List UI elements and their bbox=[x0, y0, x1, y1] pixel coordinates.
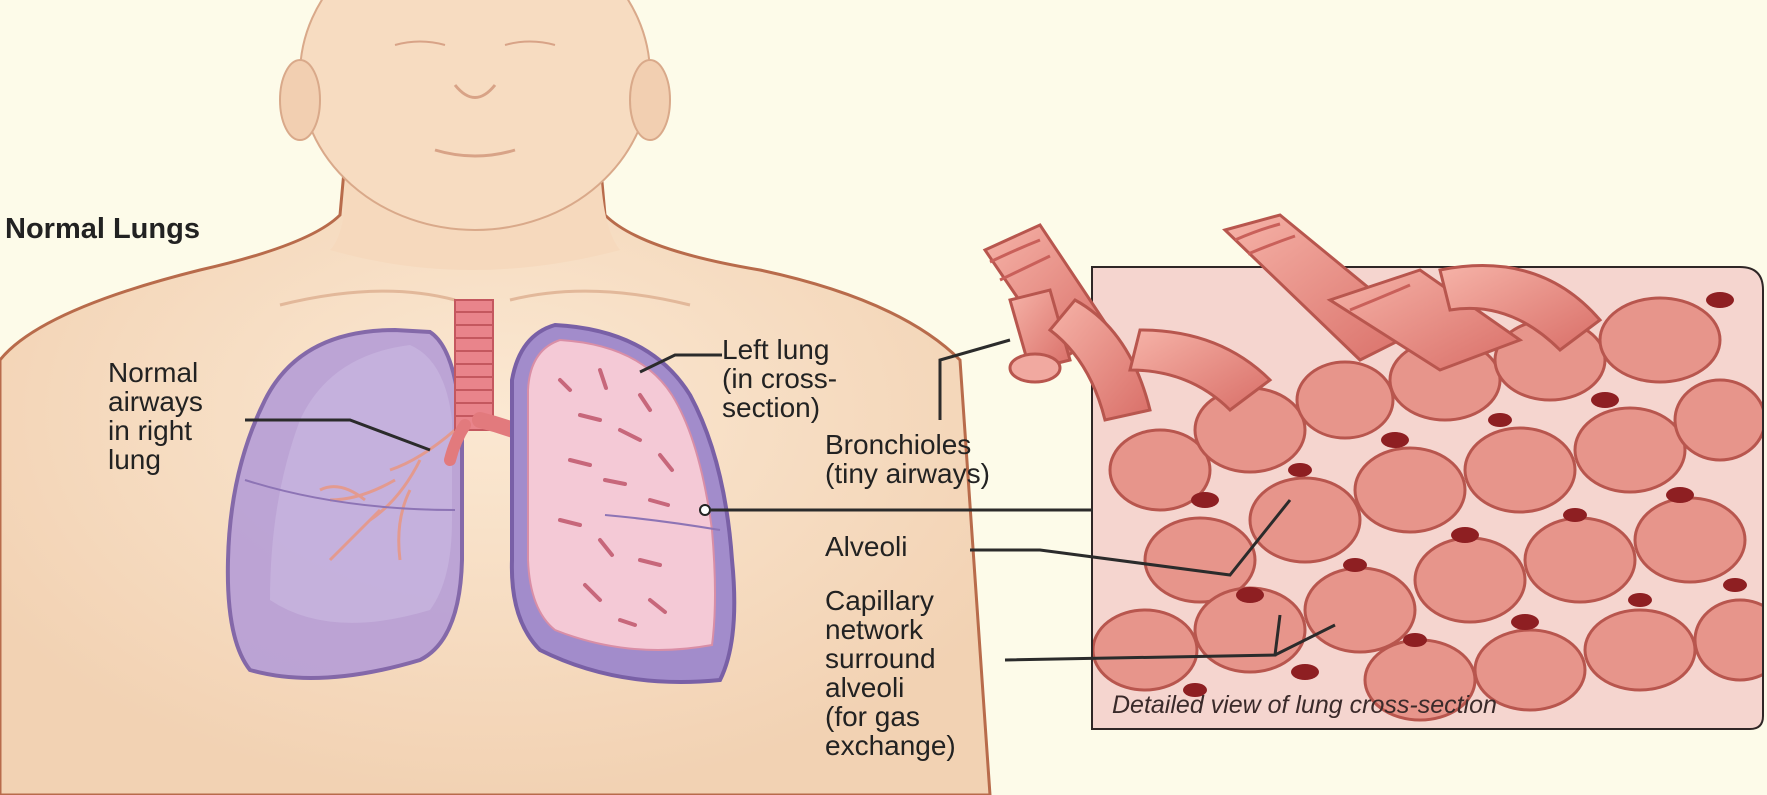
detail-view-caption: Detailed view of lung cross-section bbox=[1112, 691, 1497, 720]
right-ear bbox=[630, 60, 670, 140]
label-left-lung: Left lung (in cross- section) bbox=[722, 335, 837, 422]
left-ear bbox=[280, 60, 320, 140]
detail-view bbox=[985, 215, 1767, 728]
label-alveoli: Alveoli bbox=[825, 532, 907, 561]
label-bronchioles: Bronchioles (tiny airways) bbox=[825, 430, 990, 488]
cross-section-callout-dot bbox=[700, 505, 710, 515]
label-right-airways: Normal airways in right lung bbox=[108, 358, 203, 474]
label-capillary-network: Capillary network surround alveoli (for … bbox=[825, 586, 956, 760]
diagram-title: Normal Lungs bbox=[5, 215, 200, 244]
